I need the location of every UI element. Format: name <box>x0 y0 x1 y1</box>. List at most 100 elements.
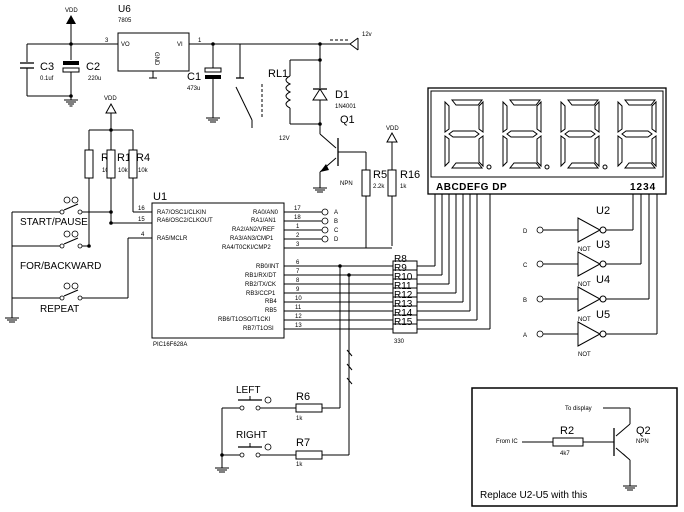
u1-part: PIC16F628A <box>153 342 187 348</box>
u1-pin-rb7: RB7/T1OSI <box>243 326 274 332</box>
digit-1 <box>444 99 492 170</box>
q2-ref: Q2 <box>636 425 651 437</box>
r4-ref: R4 <box>136 152 150 164</box>
u1-pin-ra5: RA5/MCLR <box>157 236 188 242</box>
rl1-relay: RL1 12V <box>235 44 320 142</box>
c1-capacitor: C1 473u <box>187 44 222 123</box>
r8-ref: R8 <box>394 254 407 265</box>
r16-value: 1k <box>400 184 407 190</box>
u1-pin-rb4: RB4 <box>265 299 277 305</box>
r1-ref: R1 <box>117 152 131 164</box>
d1-value: 1N4001 <box>335 104 357 110</box>
r6-value: 1k <box>296 416 303 422</box>
r13-ref: R13 <box>394 299 413 310</box>
from-ic-label: From IC <box>496 439 518 445</box>
u4-ref: U4 <box>596 274 610 286</box>
u1-pin3-num: 3 <box>296 242 300 248</box>
start-pause-label: START/PAUSE <box>20 217 88 228</box>
inverter-u3: C U3 NOT <box>523 239 641 288</box>
u6-ref: U6 <box>118 4 131 15</box>
supply-terminal: 12v <box>330 32 372 51</box>
sig-d-label: D <box>334 237 339 243</box>
replacement-inset: To display From IC R2 4k7 Q2 NPN Replace… <box>471 387 678 507</box>
u3-type: NOT <box>578 282 591 288</box>
u1-pin-rb0: RB0/INT <box>256 264 279 270</box>
repeat-switch: REPEAT <box>12 282 128 315</box>
u2-input-label: D <box>523 229 528 235</box>
vdd-mid-label: VDD <box>104 96 117 102</box>
u1-pin-rb6: RB6/T1OSO/T1CKI <box>218 317 271 323</box>
ground-symbol-supply <box>64 99 78 107</box>
inverter-u5: A U5 NOT <box>523 309 657 358</box>
r5-value: 2.2k <box>373 184 385 190</box>
seven-segment-display: ABCDEFG DP 1234 <box>427 87 667 334</box>
r7-value: 1k <box>296 462 303 468</box>
r14-ref: R14 <box>394 308 413 319</box>
c2-capacitor: C2 220u <box>62 61 101 96</box>
sig-c-label: C <box>334 228 339 234</box>
u2-type: NOT <box>578 247 591 253</box>
r5-ref: R5 <box>373 169 387 181</box>
power-supply-section: VDD C3 0.1uf C2 220u <box>20 4 420 248</box>
u6-gnd-pin: GND <box>153 52 159 66</box>
r6-ref: R6 <box>296 391 310 403</box>
u1-pin-ra7: RA7/OSC1/CLKIN <box>157 210 206 216</box>
c3-capacitor: C3 0.1uf <box>20 61 54 96</box>
u1-pin17-num: 17 <box>294 206 301 212</box>
resistor-bank-value: 330 <box>394 339 405 345</box>
for-backward-label: FOR/BACKWARD <box>20 261 101 272</box>
r10-ref: R10 <box>394 272 413 283</box>
u1-pin1-num: 1 <box>296 224 300 230</box>
r7-ref: R7 <box>296 437 310 449</box>
r2-value: 4k7 <box>560 451 570 457</box>
u1-pin2-num: 2 <box>296 233 300 239</box>
u1-pin13-num: 13 <box>295 323 302 329</box>
r4-resistor: R4 10k <box>128 130 150 212</box>
u6-vo-pin: VO <box>121 42 130 48</box>
r1-resistor: R1 10k <box>106 130 131 223</box>
r2-ref: R2 <box>560 425 574 437</box>
u1-pin18-num: 18 <box>294 215 301 221</box>
inset-caption: Replace U2-U5 with this <box>480 490 587 501</box>
u1-pin16-num: 16 <box>138 206 145 212</box>
r9-ref: R9 <box>394 263 407 274</box>
u2-ref: U2 <box>596 205 610 217</box>
display-segment-pins-label: ABCDEFG DP <box>436 182 507 193</box>
sig-b-label: B <box>334 219 338 225</box>
u4-input-label: B <box>523 298 527 304</box>
q1-transistor: Q1 NPN <box>313 114 366 193</box>
u1-pin9-num: 9 <box>296 287 300 293</box>
right-button: RIGHT R7 1k <box>222 430 349 468</box>
left-button-label: LEFT <box>236 385 260 396</box>
digit-2 <box>502 99 550 170</box>
c2-ref: C2 <box>86 61 100 73</box>
u1-pin-ra1: RA1/AN1 <box>251 218 277 224</box>
digit-3 <box>560 99 608 170</box>
sig-a-label: A <box>334 210 338 216</box>
left-button: LEFT R6 1k <box>222 385 340 422</box>
u1-pin-rb5: RB5 <box>265 308 277 314</box>
u1-pin-ra6: RA6/OSC2/CLKOUT <box>157 218 213 224</box>
r11-ref: R11 <box>394 281 412 292</box>
q2-type: NPN <box>636 439 649 445</box>
inverter-u4: B U4 NOT <box>523 274 649 323</box>
u1-pin10-num: 10 <box>295 296 302 302</box>
u6-part: 7805 <box>118 18 132 24</box>
inverter-u2: D U2 NOT <box>523 205 633 253</box>
for-backward-switch: FOR/BACKWARD <box>12 230 101 272</box>
u1-pin7-num: 7 <box>296 269 300 275</box>
r1-value: 10k <box>118 168 129 174</box>
input-switches-section: VDD R3 10k R1 10k R4 10k <box>5 96 152 323</box>
right-button-label: RIGHT <box>236 430 267 441</box>
u5-type: NOT <box>578 352 591 358</box>
u1-pin12-num: 12 <box>295 314 302 320</box>
c3-value: 0.1uf <box>40 76 54 82</box>
c3-ref: C3 <box>40 61 54 73</box>
q1-ref: Q1 <box>340 114 355 126</box>
supply-12v-label: 12v <box>362 32 372 38</box>
relay-voltage-label: 12V <box>279 136 290 142</box>
u4-type: NOT <box>578 317 591 323</box>
vdd-top-label: VDD <box>65 8 78 14</box>
u1-pin-ra3: RA3/AN3/CMP1 <box>230 236 274 242</box>
